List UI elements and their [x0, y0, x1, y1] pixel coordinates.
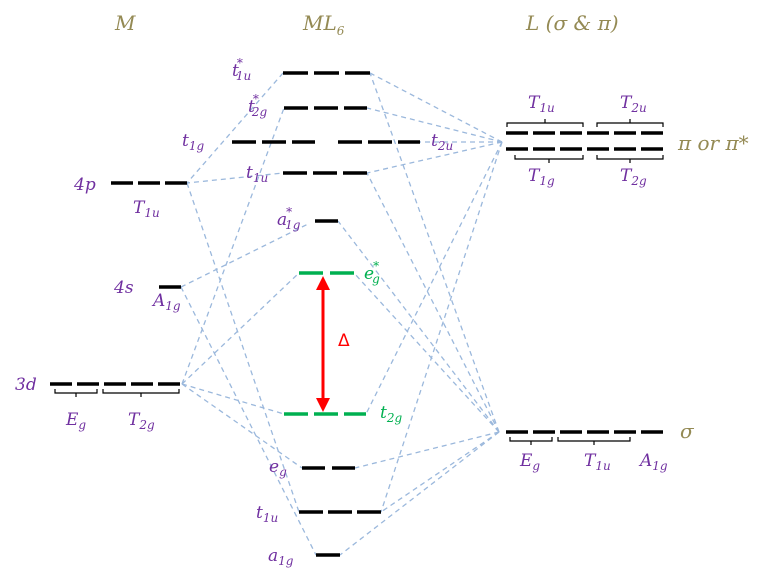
label-sigma: σ — [680, 419, 695, 443]
brace-t2g — [102, 389, 180, 397]
complex-header: ML6 — [302, 11, 345, 38]
label-eg: eg — [269, 457, 287, 479]
label-t1g: t1g — [182, 131, 204, 153]
label-a1g-star: a*1g — [277, 205, 301, 232]
brace-T1u-sigma — [557, 437, 631, 445]
label-4s-sym: A1g — [151, 291, 181, 313]
label-t1u-star: t*1u — [232, 56, 251, 83]
label-pi-T2g: T2g — [620, 166, 647, 188]
brace-T1u — [506, 119, 584, 127]
label-4p-sym: T1u — [133, 198, 160, 220]
ligand-header: L (σ & π) — [525, 11, 619, 35]
label-3d-eg: Eg — [65, 410, 86, 432]
label-pi: π or π* — [677, 131, 749, 155]
label-4s: 4s — [113, 278, 134, 298]
label-eg-star: e*g — [364, 259, 380, 286]
label-3d-t2g: T2g — [128, 410, 155, 432]
brace-T1g — [514, 155, 584, 163]
label-t2u: t2u — [431, 131, 453, 153]
label-pi-T1g: T1g — [528, 166, 555, 188]
label-t1u: t1u — [246, 163, 268, 185]
correlation-lines — [180, 72, 503, 556]
label-pi-T1u: T1u — [528, 93, 555, 115]
delta-label: Δ — [338, 331, 350, 351]
label-t2g-star: t*2g — [248, 92, 267, 119]
label-t2g: t2g — [380, 403, 402, 425]
label-4p: 4p — [73, 175, 96, 195]
brace-eg — [54, 389, 98, 397]
metal-header: M — [114, 11, 136, 35]
brace-T2u — [596, 119, 664, 127]
label-t1u-bonding: t1u — [256, 503, 278, 525]
label-sigma-Eg: Eg — [519, 451, 540, 473]
brace-T2g — [596, 155, 664, 163]
label-sigma-T1u: T1u — [584, 451, 611, 473]
brace-Eg — [509, 437, 553, 445]
label-pi-T2u: T2u — [620, 93, 647, 115]
label-3d: 3d — [15, 375, 37, 395]
label-a1g: a1g — [268, 546, 294, 568]
label-sigma-A1g: A1g — [638, 451, 668, 473]
splitting-arrow — [316, 276, 330, 412]
